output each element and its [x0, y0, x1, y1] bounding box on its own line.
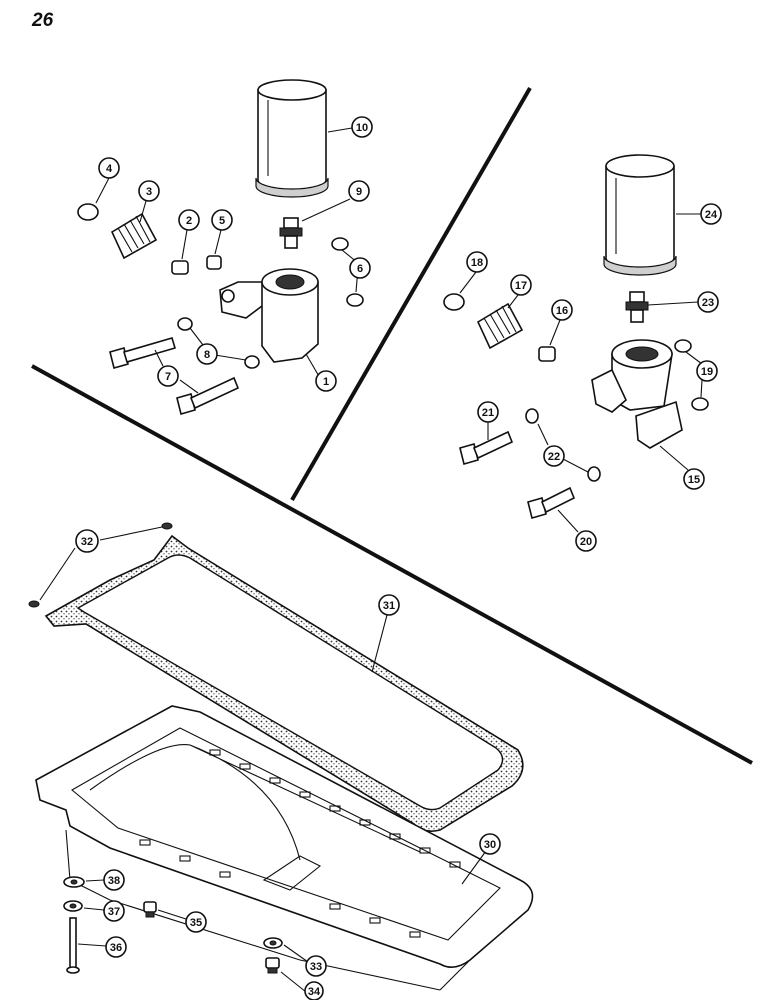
callout-21: 21 [477, 401, 499, 423]
washers-22 [525, 408, 601, 482]
divider-line-diagonal [290, 86, 532, 502]
callout-24: 24 [700, 203, 722, 225]
svg-text:22: 22 [548, 451, 560, 463]
callout-37: 37 [103, 900, 125, 922]
washer-33 [263, 937, 283, 949]
svg-text:9: 9 [356, 186, 362, 198]
spring-3 [110, 212, 158, 260]
filter-head-15 [591, 339, 683, 449]
page-number: 26 [32, 10, 54, 31]
svg-text:1: 1 [323, 376, 329, 388]
washers-8 [177, 317, 260, 369]
callout-6: 6 [349, 257, 371, 279]
oil-filter-right [603, 154, 677, 276]
svg-text:6: 6 [357, 263, 363, 275]
callout-10: 10 [351, 116, 373, 138]
callout-18: 18 [466, 251, 488, 273]
svg-text:10: 10 [356, 122, 368, 134]
divider-line-sweeping [31, 364, 753, 765]
plug-4 [77, 203, 99, 221]
callout-2: 2 [178, 209, 200, 231]
svg-text:24: 24 [705, 209, 718, 221]
callout-19: 19 [696, 360, 718, 382]
plug-5 [206, 255, 222, 270]
callout-36: 36 [105, 936, 127, 958]
plug-34 [265, 957, 280, 974]
washer-38 [63, 876, 85, 888]
callout-22: 22 [543, 445, 565, 467]
callout-23: 23 [697, 291, 719, 313]
oil-filter-left [255, 79, 329, 198]
bolt-21 [459, 430, 514, 465]
spring-17 [476, 302, 524, 350]
svg-text:33: 33 [310, 961, 322, 973]
svg-text:5: 5 [219, 215, 225, 227]
stud-36 [66, 917, 80, 974]
leader-lines [39, 127, 705, 993]
svg-text:18: 18 [471, 257, 483, 269]
svg-text:32: 32 [81, 536, 93, 548]
plug-35 [143, 901, 157, 918]
bolt-20 [527, 486, 576, 519]
svg-text:35: 35 [190, 917, 202, 929]
filter-head-1 [219, 268, 319, 363]
valve-2 [171, 260, 189, 275]
callout-3: 3 [138, 180, 160, 202]
svg-text:23: 23 [702, 297, 714, 309]
callout-15: 15 [683, 468, 705, 490]
svg-text:34: 34 [308, 986, 321, 998]
callout-8: 8 [196, 343, 218, 365]
svg-text:3: 3 [146, 186, 152, 198]
callout-9: 9 [348, 180, 370, 202]
svg-text:21: 21 [482, 407, 494, 419]
oil-pan-30 [35, 705, 534, 991]
callout-5: 5 [211, 209, 233, 231]
callout-4: 4 [98, 157, 120, 179]
svg-text:30: 30 [484, 839, 496, 851]
valve-16 [538, 346, 556, 362]
callout-33: 33 [305, 955, 327, 977]
callout-35: 35 [185, 911, 207, 933]
filter-adapter-fitting-right [625, 291, 649, 323]
callout-30: 30 [479, 833, 501, 855]
svg-text:19: 19 [701, 366, 713, 378]
svg-text:8: 8 [204, 349, 210, 361]
svg-text:2: 2 [186, 215, 192, 227]
callout-20: 20 [575, 530, 597, 552]
svg-text:37: 37 [108, 906, 120, 918]
svg-text:38: 38 [108, 875, 120, 887]
bolts-7 [109, 337, 240, 415]
svg-text:36: 36 [110, 942, 122, 954]
callout-34: 34 [304, 981, 324, 1000]
callout-38: 38 [103, 869, 125, 891]
washer-37 [63, 900, 83, 912]
callout-32: 32 [75, 529, 99, 553]
svg-text:7: 7 [165, 371, 171, 383]
o-rings-right [674, 339, 709, 411]
svg-text:20: 20 [580, 536, 592, 548]
o-rings-left [331, 237, 364, 307]
screws-32 [28, 522, 173, 608]
pan-gasket-31 [44, 534, 524, 832]
svg-text:4: 4 [106, 163, 113, 175]
plug-18 [443, 293, 465, 311]
callout-31: 31 [378, 594, 400, 616]
callout-7: 7 [157, 365, 179, 387]
svg-text:15: 15 [688, 474, 700, 486]
svg-text:16: 16 [556, 305, 568, 317]
callout-16: 16 [551, 299, 573, 321]
filter-adapter-fitting-left [279, 217, 303, 249]
callout-1: 1 [315, 370, 337, 392]
callout-17: 17 [510, 274, 532, 296]
svg-text:17: 17 [515, 280, 527, 292]
svg-text:31: 31 [383, 600, 395, 612]
